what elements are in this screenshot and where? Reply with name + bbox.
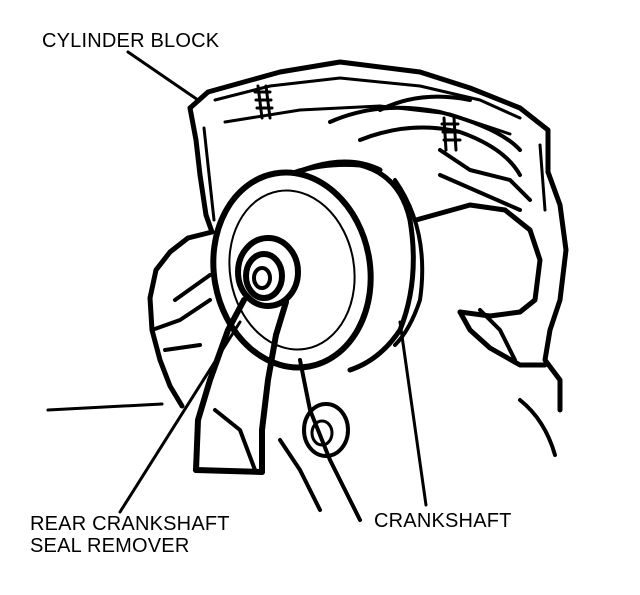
cylinder-block	[147, 59, 569, 413]
leader-rear-seal-remover-a	[118, 320, 242, 514]
leader-crankshaft	[398, 320, 428, 507]
label-crankshaft: CRANKSHAFT	[374, 510, 512, 532]
label-rear-crankshaft-seal-remover-line2: SEAL REMOVER	[30, 535, 190, 557]
label-rear-crankshaft-seal-remover-line1: REAR CRANKSHAFT	[30, 513, 230, 535]
remover-nut	[235, 235, 301, 309]
block-studs	[253, 84, 462, 152]
label-cylinder-block: CYLINDER BLOCK	[42, 30, 220, 52]
lower-block	[150, 273, 557, 522]
cylinder-bores	[328, 94, 532, 212]
remover-handle	[193, 297, 289, 475]
leader-lines	[46, 50, 428, 514]
leader-cylinder-block	[126, 50, 200, 102]
leader-rear-seal-remover-b	[46, 402, 164, 412]
